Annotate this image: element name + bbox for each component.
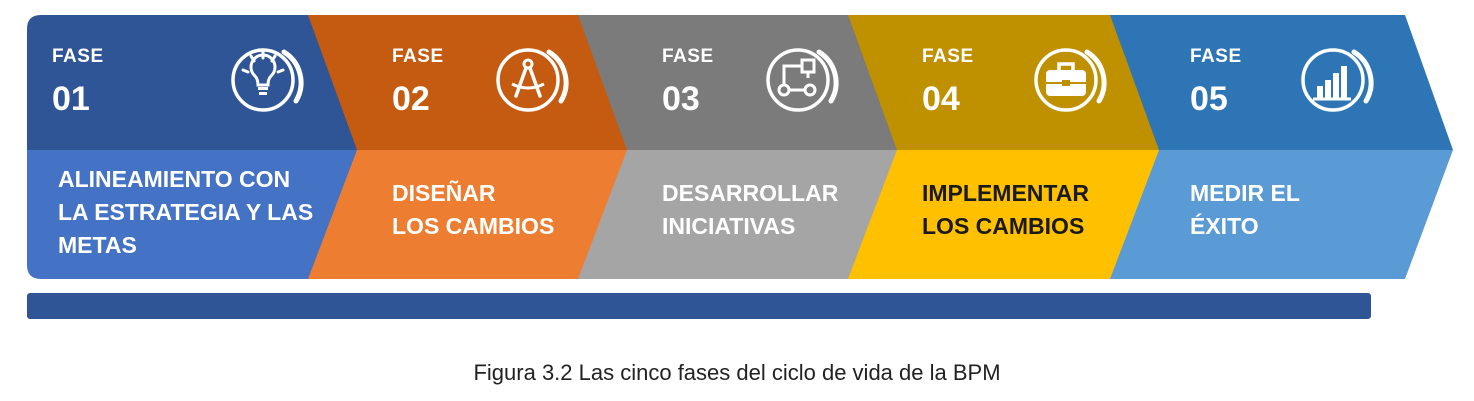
phase-title: DESARROLLAR INICIATIVAS [662,177,838,243]
phase-fase-label: FASE [662,46,714,67]
phase-number: 01 [52,80,90,118]
phase-title: DISEÑAR LOS CAMBIOS [392,177,554,243]
phase-title-line: ALINEAMIENTO CON [58,166,291,192]
phase-chevron [27,15,383,279]
phase-title-line: DISEÑAR [392,180,496,206]
briefcase-icon [1034,48,1107,112]
phase-fase-label: FASE [52,46,104,67]
phase-chevron [308,15,648,279]
phase-title: IMPLEMENTAR LOS CAMBIOS [922,177,1089,243]
phase-title-line: INICIATIVAS [662,213,796,239]
phase-title-line: LA ESTRATEGIA Y LAS [58,199,314,225]
figure-caption: Figura 3.2 Las cinco fases del ciclo de … [473,360,1001,385]
phase-title-line: MEDIR EL [1190,180,1300,206]
phase-fase-label: FASE [392,46,444,67]
phase-number: 04 [922,80,960,118]
phase-chevron-top [308,15,648,150]
phase-chevron-top [1110,15,1453,150]
phase-title-line: IMPLEMENTAR [922,180,1089,206]
bar-chart-icon [1301,48,1374,112]
flowchart-icon [766,48,839,112]
phase-fase-label: FASE [1190,46,1242,67]
phase-number: 05 [1190,80,1228,118]
phase-chevron-top [848,15,1186,150]
phase-title: MEDIR EL ÉXITO [1190,177,1300,243]
lightbulb-icon [231,48,304,112]
phase-title-line: LOS CAMBIOS [392,213,555,239]
phase-chevron-bottom [848,150,1186,279]
phase-chevron-bottom [578,150,918,279]
phase-title-line: METAS [58,232,137,258]
phase-title-line: LOS CAMBIOS [922,213,1085,239]
phase-chevron-bottom [1110,150,1453,279]
bottom-bar [27,293,1371,319]
phase-number: 02 [392,80,430,118]
phase-number: 03 [662,80,700,118]
phase-title: ALINEAMIENTO CON LA ESTRATEGIA Y LAS METAS [58,163,313,262]
phase-chevron-top [578,15,918,150]
phase-chevron-bottom [308,150,648,279]
phase-fase-label: FASE [922,46,974,67]
compass-icon [496,48,569,112]
phase-chevron [578,15,918,279]
phase-chevron-top [27,15,383,150]
phase-chevron [848,15,1186,279]
phase-chevron-bottom [27,150,383,279]
phase-title-line: DESARROLLAR [662,180,839,206]
phase-chevron [1110,15,1453,279]
phase-title-line: ÉXITO [1190,213,1259,239]
